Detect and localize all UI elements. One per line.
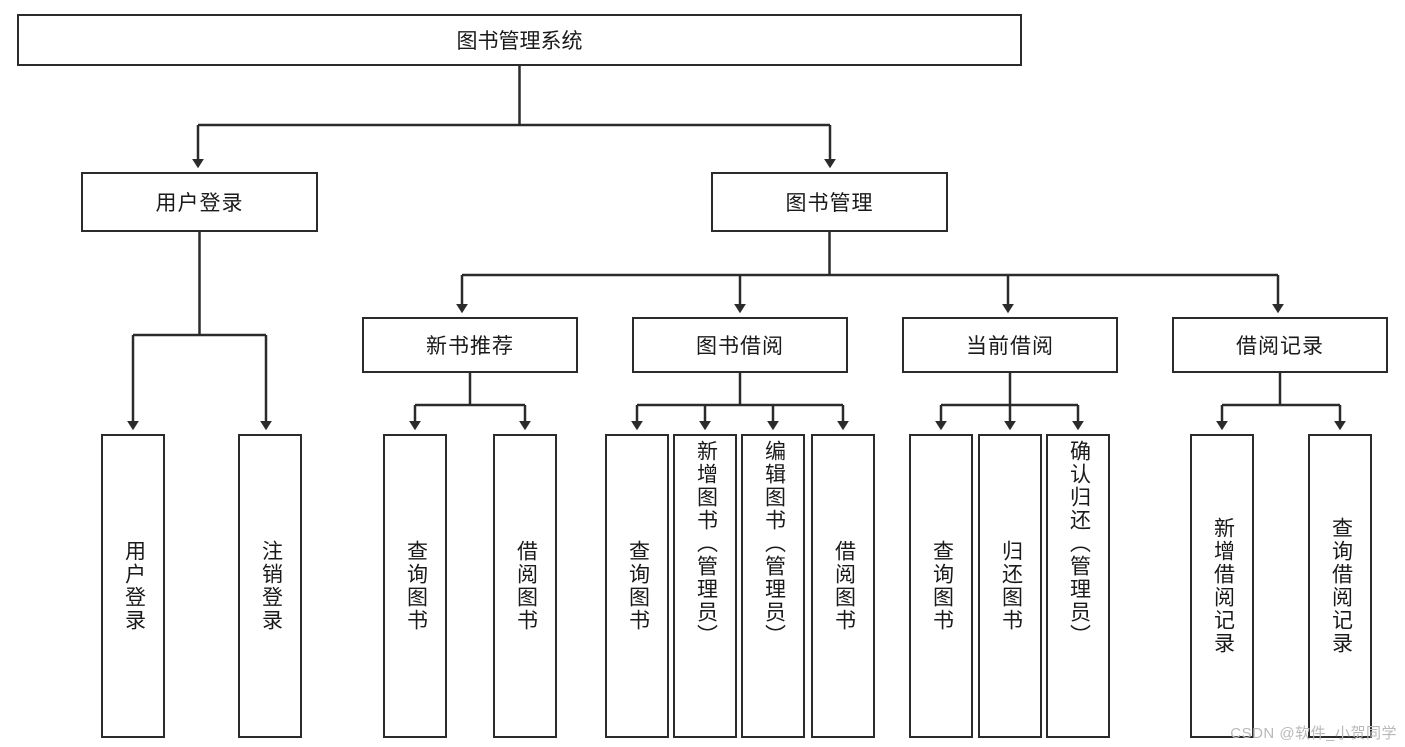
leaf-query-book-recommend[interactable]: 查询图书 (383, 434, 447, 738)
leaf-user-login-label: 用户登录 (122, 540, 146, 632)
watermark: CSDN @软件_小贺同学 (1230, 725, 1397, 742)
leaf-query-book-borrow-label: 查询图书 (626, 540, 650, 632)
leaf-borrow-book-recommend[interactable]: 借阅图书 (493, 434, 557, 738)
leaf-borrow-book[interactable]: 借阅图书 (811, 434, 875, 738)
node-current-borrow-label: 当前借阅 (966, 335, 1054, 358)
leaf-query-borrow-record[interactable]: 查询借阅记录 (1308, 434, 1372, 738)
leaf-edit-book-admin-label: 编辑图书（管理员） (762, 440, 786, 647)
leaf-query-book-borrow[interactable]: 查询图书 (605, 434, 669, 738)
leaf-confirm-return-admin[interactable]: 确认归还（管理员） (1046, 434, 1110, 738)
leaf-query-book-recommend-label: 查询图书 (404, 540, 428, 632)
leaf-edit-book-admin[interactable]: 编辑图书（管理员） (741, 434, 805, 738)
leaf-return-book-label: 归还图书 (999, 540, 1023, 632)
leaf-confirm-return-admin-label: 确认归还（管理员） (1067, 440, 1091, 647)
node-root[interactable]: 图书管理系统 (17, 14, 1022, 66)
leaf-add-borrow-record-label: 新增借阅记录 (1211, 517, 1235, 655)
leaf-borrow-book-recommend-label: 借阅图书 (514, 540, 538, 632)
node-current-borrow[interactable]: 当前借阅 (902, 317, 1118, 373)
leaf-add-book-admin-label: 新增图书（管理员） (694, 440, 718, 647)
node-user-login[interactable]: 用户登录 (81, 172, 318, 232)
node-new-book-recommend[interactable]: 新书推荐 (362, 317, 578, 373)
leaf-logout-label: 注销登录 (259, 540, 283, 632)
node-book-borrow[interactable]: 图书借阅 (632, 317, 848, 373)
node-root-label: 图书管理系统 (456, 30, 583, 53)
node-book-borrow-label: 图书借阅 (696, 335, 784, 358)
node-user-login-label: 用户登录 (155, 192, 244, 215)
leaf-add-book-admin[interactable]: 新增图书（管理员） (673, 434, 737, 738)
leaf-user-login[interactable]: 用户登录 (101, 434, 165, 738)
leaf-query-book-current-label: 查询图书 (930, 540, 954, 632)
leaf-return-book[interactable]: 归还图书 (978, 434, 1042, 738)
leaf-borrow-book-label: 借阅图书 (832, 540, 856, 632)
leaf-query-borrow-record-label: 查询借阅记录 (1329, 517, 1353, 655)
node-borrow-record[interactable]: 借阅记录 (1172, 317, 1388, 373)
node-borrow-record-label: 借阅记录 (1236, 335, 1324, 358)
leaf-query-book-current[interactable]: 查询图书 (909, 434, 973, 738)
leaf-add-borrow-record[interactable]: 新增借阅记录 (1190, 434, 1254, 738)
node-book-management-label: 图书管理 (785, 192, 874, 215)
node-book-management[interactable]: 图书管理 (711, 172, 948, 232)
node-new-book-recommend-label: 新书推荐 (426, 335, 514, 358)
leaf-logout[interactable]: 注销登录 (238, 434, 302, 738)
